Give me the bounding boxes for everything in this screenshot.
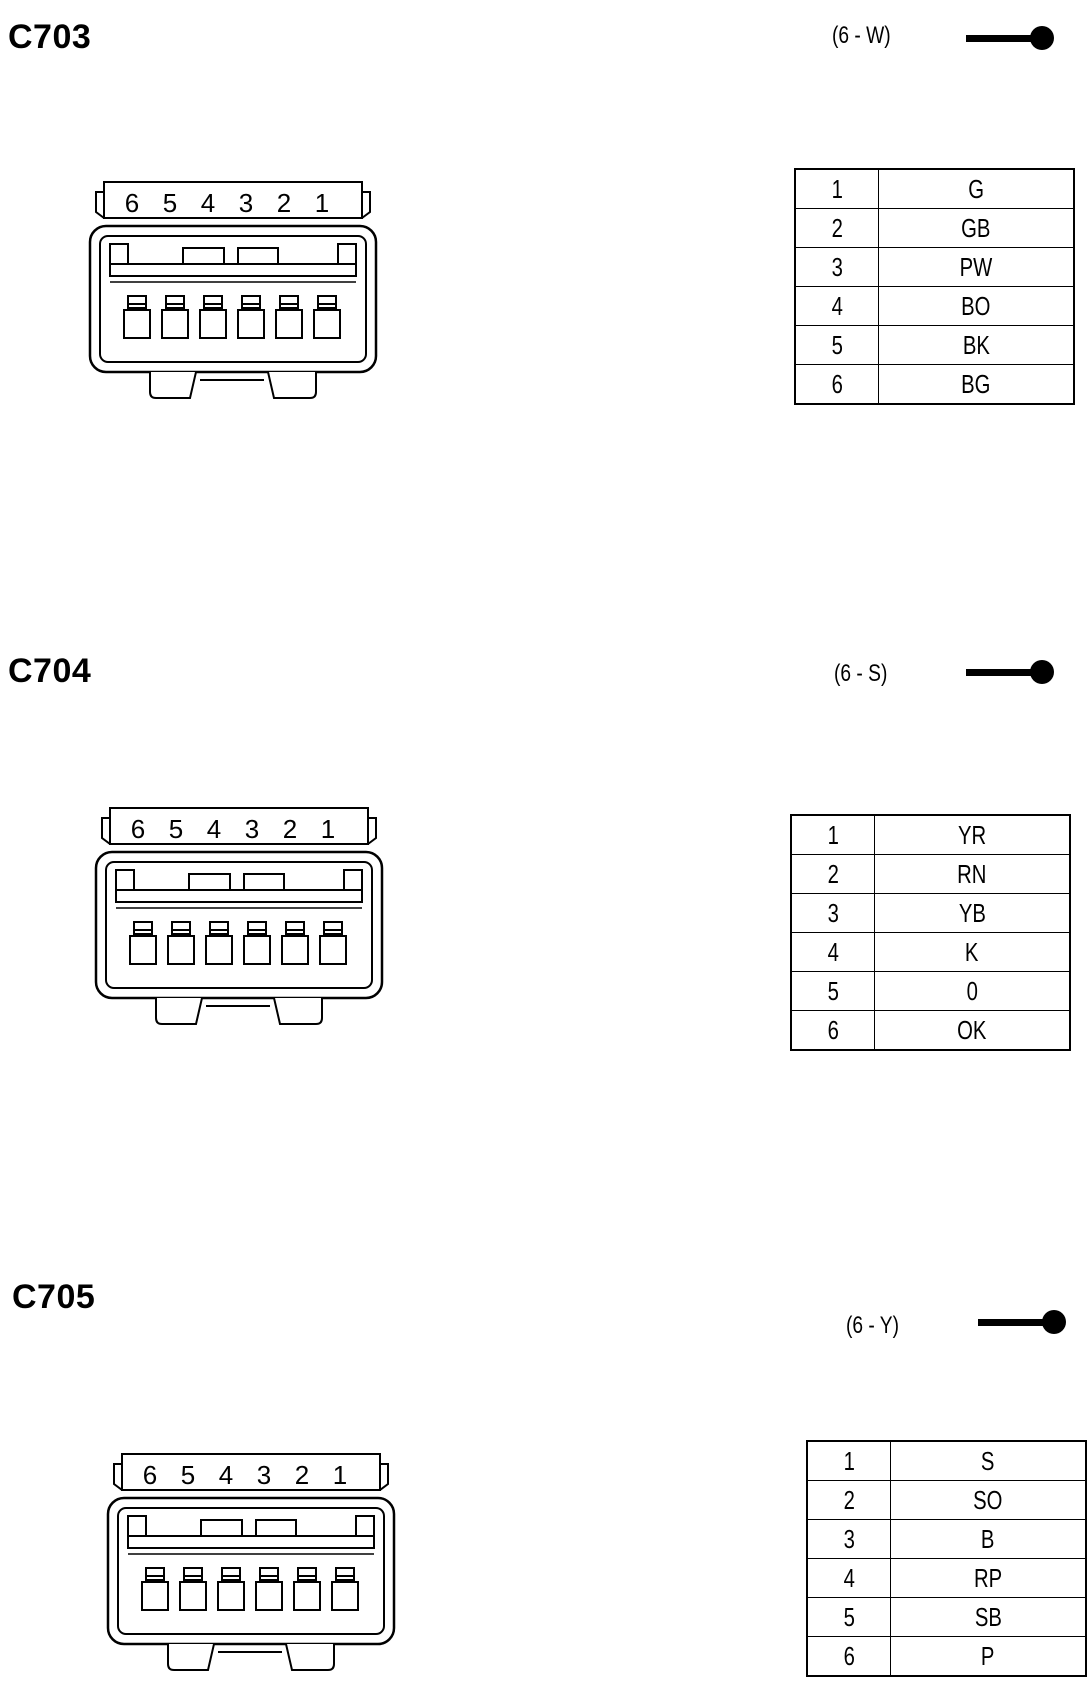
wire-color: PW xyxy=(959,251,993,282)
pin-number-label: 6 xyxy=(125,188,139,218)
table-row: 6 OK xyxy=(790,1010,1071,1051)
connector-face: 6 5 4 3 2 1 xyxy=(106,1452,406,1672)
wire-color: P xyxy=(981,1640,995,1671)
connector-id: C703 xyxy=(8,18,92,56)
wire-color: SO xyxy=(973,1484,1003,1515)
pin-number-label: 2 xyxy=(295,1460,309,1490)
table-row: 1 YR xyxy=(790,814,1071,855)
connector-id: C705 xyxy=(12,1278,96,1316)
table-row: 2 SO xyxy=(806,1480,1087,1520)
wire-color: S xyxy=(981,1445,995,1476)
pin-number: 5 xyxy=(827,975,839,1006)
pin-number: 4 xyxy=(843,1562,855,1593)
pin-number: 2 xyxy=(831,212,843,243)
pin-number-label: 1 xyxy=(333,1460,347,1490)
pin-number: 4 xyxy=(827,936,839,967)
wire-color: G xyxy=(968,173,984,204)
male-terminal-icon xyxy=(966,26,1054,50)
pin-number-label: 6 xyxy=(143,1460,157,1490)
connector-face: 6 5 4 3 2 1 xyxy=(88,180,388,400)
pin-number: 2 xyxy=(843,1484,855,1515)
connector-code: (6 - S) xyxy=(834,660,888,687)
wire-color: BO xyxy=(961,290,991,321)
pin-number-label: 4 xyxy=(219,1460,233,1490)
pin-number-label: 3 xyxy=(239,188,253,218)
pin-number-label: 1 xyxy=(321,814,335,844)
pin-number-label: 6 xyxy=(131,814,145,844)
table-row: 5 SB xyxy=(806,1597,1087,1637)
pin-number-label: 1 xyxy=(315,188,329,218)
pin-number-label: 3 xyxy=(257,1460,271,1490)
wire-color: OK xyxy=(957,1014,987,1045)
pin-number-label: 5 xyxy=(163,188,177,218)
pin-number-label: 5 xyxy=(169,814,183,844)
male-terminal-icon xyxy=(966,660,1054,684)
pin-number-label: 5 xyxy=(181,1460,195,1490)
table-row: 4 RP xyxy=(806,1558,1087,1598)
pin-number: 6 xyxy=(827,1014,839,1045)
pin-number-label: 3 xyxy=(245,814,259,844)
wire-color: YR xyxy=(957,819,987,850)
table-row: 2 RN xyxy=(790,854,1071,894)
wire-color: RN xyxy=(957,858,987,889)
male-terminal-icon xyxy=(978,1310,1066,1334)
table-row: 3 YB xyxy=(790,893,1071,933)
table-row: 5 BK xyxy=(794,325,1075,365)
table-row: 4 BO xyxy=(794,286,1075,326)
table-row: 2 GB xyxy=(794,208,1075,248)
connector-id: C704 xyxy=(8,652,92,690)
wire-color: RP xyxy=(973,1562,1003,1593)
wire-color: B xyxy=(981,1523,995,1554)
pin-number-label: 2 xyxy=(277,188,291,218)
wire-color: SB xyxy=(974,1601,1002,1632)
pin-number: 5 xyxy=(831,329,843,360)
pin-number: 3 xyxy=(831,251,843,282)
wire-color: K xyxy=(965,936,979,967)
pin-number: 3 xyxy=(843,1523,855,1554)
wire-color: BK xyxy=(962,329,990,360)
pin-number: 1 xyxy=(827,819,839,850)
table-row: 3 PW xyxy=(794,247,1075,287)
pin-number: 4 xyxy=(831,290,843,321)
pin-number-label: 4 xyxy=(207,814,221,844)
pin-number: 1 xyxy=(843,1445,855,1476)
connector-code: (6 - W) xyxy=(832,22,891,49)
pin-number: 2 xyxy=(827,858,839,889)
connector-face: 6 5 4 3 2 1 xyxy=(94,806,394,1026)
pin-number: 3 xyxy=(827,897,839,928)
wire-color: YB xyxy=(958,897,986,928)
wire-color: BG xyxy=(961,368,991,399)
pin-number: 6 xyxy=(831,368,843,399)
wire-color: 0 xyxy=(966,975,978,1006)
pin-number: 1 xyxy=(831,173,843,204)
connector-code: (6 - Y) xyxy=(846,1312,899,1339)
pin-number-label: 2 xyxy=(283,814,297,844)
pin-number-label: 4 xyxy=(201,188,215,218)
table-row: 6 BG xyxy=(794,364,1075,405)
pin-number: 6 xyxy=(843,1640,855,1671)
pin-number: 5 xyxy=(843,1601,855,1632)
wire-color: GB xyxy=(961,212,991,243)
